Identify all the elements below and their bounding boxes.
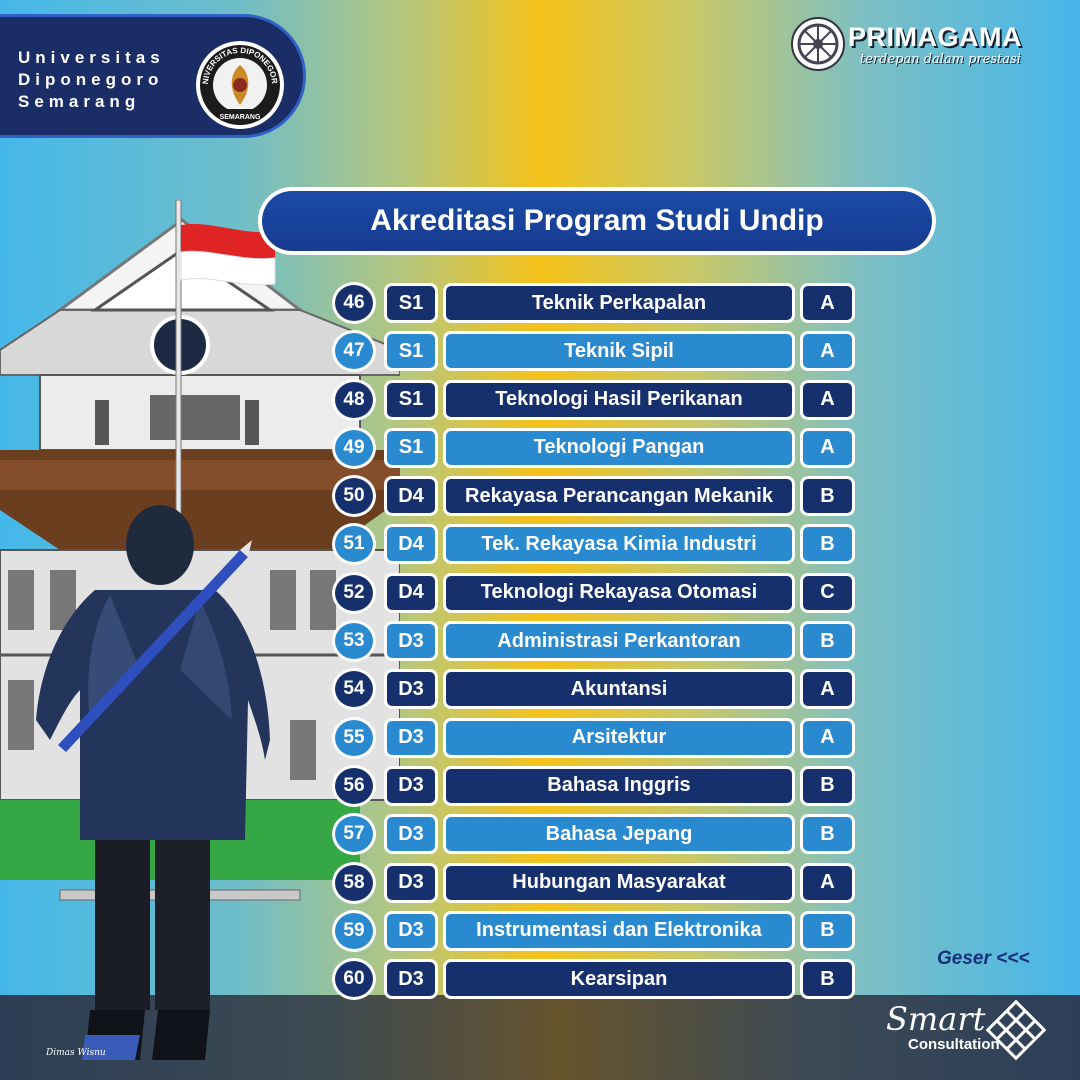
row-number: 46 bbox=[332, 282, 376, 324]
row-program: Teknik Perkapalan bbox=[443, 283, 795, 323]
row-accreditation: B bbox=[800, 959, 855, 1000]
row-accreditation: B bbox=[800, 814, 855, 855]
row-program: Rekayasa Perancangan Mekanik bbox=[443, 476, 795, 517]
row-number: 51 bbox=[332, 523, 376, 566]
campus-building-illustration bbox=[0, 200, 400, 1060]
row-degree: D3 bbox=[384, 814, 438, 855]
row-program: Administrasi Perkantoran bbox=[443, 621, 795, 662]
row-degree: D3 bbox=[384, 862, 438, 903]
row-number: 60 bbox=[332, 958, 376, 1001]
row-accreditation: A bbox=[800, 427, 855, 468]
row-number: 55 bbox=[332, 716, 376, 759]
artist-signature: Dimas Wisnu bbox=[46, 1048, 106, 1058]
university-name: Universitas Diponegoro Semarang bbox=[18, 48, 165, 111]
row-number: 50 bbox=[332, 475, 376, 518]
row-accreditation: A bbox=[800, 283, 855, 323]
row-degree: S1 bbox=[384, 283, 438, 323]
row-accreditation: C bbox=[800, 572, 855, 613]
row-number: 47 bbox=[332, 330, 376, 373]
row-degree: S1 bbox=[384, 379, 438, 420]
row-degree: S1 bbox=[384, 331, 438, 372]
row-number: 52 bbox=[332, 571, 376, 614]
row-accreditation: B bbox=[800, 621, 855, 662]
row-program: Teknologi Pangan bbox=[443, 427, 795, 468]
row-accreditation: A bbox=[800, 669, 855, 710]
row-degree: D3 bbox=[384, 910, 438, 951]
row-degree: D3 bbox=[384, 717, 438, 758]
row-number: 58 bbox=[332, 861, 376, 904]
row-program: Kearsipan bbox=[443, 959, 795, 1000]
row-program: Tek. Rekayasa Kimia Industri bbox=[443, 524, 795, 565]
row-accreditation: B bbox=[800, 765, 855, 806]
row-degree: D4 bbox=[384, 572, 438, 613]
row-number: 57 bbox=[332, 813, 376, 856]
row-program: Teknik Sipil bbox=[443, 331, 795, 372]
row-program: Akuntansi bbox=[443, 669, 795, 710]
row-program: Arsitektur bbox=[443, 717, 795, 758]
row-degree: D3 bbox=[384, 959, 438, 1000]
brand-name: PRIMAGAMA bbox=[848, 22, 1022, 52]
primagama-emblem-icon bbox=[791, 17, 845, 71]
row-number: 59 bbox=[332, 909, 376, 952]
page-title: Akreditasi Program Studi Undip bbox=[262, 191, 932, 251]
row-degree: D4 bbox=[384, 524, 438, 565]
row-accreditation: A bbox=[800, 717, 855, 758]
row-degree: D3 bbox=[384, 669, 438, 710]
row-degree: D3 bbox=[384, 765, 438, 806]
brand-tagline: terdepan dalam prestasi bbox=[860, 52, 1021, 67]
row-degree: D4 bbox=[384, 476, 438, 517]
swipe-hint[interactable]: Geser <<< bbox=[937, 948, 1030, 969]
row-accreditation: B bbox=[800, 910, 855, 951]
row-number: 49 bbox=[332, 426, 376, 469]
student-silhouette bbox=[36, 505, 270, 1060]
row-accreditation: B bbox=[800, 476, 855, 517]
row-program: Bahasa Jepang bbox=[443, 814, 795, 855]
row-number: 56 bbox=[332, 764, 376, 807]
row-number: 53 bbox=[332, 620, 376, 663]
row-program: Teknologi Rekayasa Otomasi bbox=[443, 572, 795, 613]
row-accreditation: A bbox=[800, 379, 855, 420]
primagama-logo: PRIMAGAMA terdepan dalam prestasi bbox=[790, 14, 1060, 74]
row-program: Bahasa Inggris bbox=[443, 765, 795, 806]
row-program: Teknologi Hasil Perikanan bbox=[443, 379, 795, 420]
row-accreditation: A bbox=[800, 331, 855, 372]
partner-sub: Consultation bbox=[908, 1036, 1000, 1053]
partner-script: Smart bbox=[886, 1000, 986, 1038]
row-degree: S1 bbox=[384, 427, 438, 468]
row-program: Instrumentasi dan Elektronika bbox=[443, 910, 795, 951]
row-program: Hubungan Masyarakat bbox=[443, 862, 795, 903]
row-accreditation: A bbox=[800, 862, 855, 903]
seal-text-bottom: SEMARANG bbox=[220, 114, 261, 121]
artist-signature-text: Dimas Wisnu bbox=[46, 1048, 106, 1058]
university-seal-icon: UNIVERSITAS DIPONEGORO SEMARANG bbox=[194, 39, 284, 129]
puzzle-grid-icon bbox=[986, 1000, 1046, 1060]
smart-consultation-logo: Smart Consultation bbox=[886, 1000, 1056, 1060]
row-number: 48 bbox=[332, 378, 376, 421]
university-badge: Universitas Diponegoro Semarang UNIVERSI… bbox=[0, 14, 306, 138]
row-number: 54 bbox=[332, 668, 376, 711]
row-accreditation: B bbox=[800, 524, 855, 565]
title-banner: Akreditasi Program Studi Undip bbox=[258, 187, 936, 255]
row-degree: D3 bbox=[384, 621, 438, 662]
